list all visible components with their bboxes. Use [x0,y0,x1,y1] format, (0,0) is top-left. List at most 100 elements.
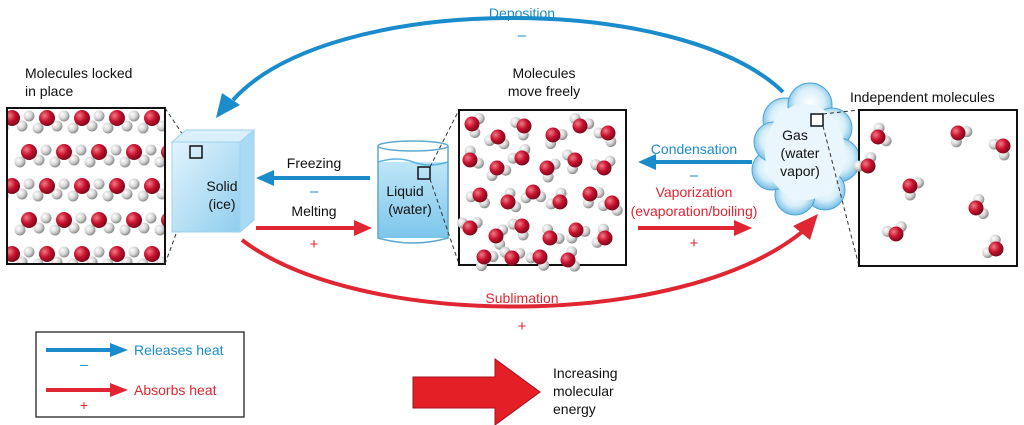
solid-label-2: (ice) [208,196,235,212]
oxygen-atom [600,125,616,141]
water-molecule [902,177,924,201]
hydrogen-atom [93,246,105,258]
oxygen-atom [525,184,541,200]
condensation-sign: – [690,167,699,184]
oxygen-atom [8,178,20,194]
water-molecule [582,186,605,209]
liquid-label: Liquid [386,183,423,199]
hydrogen-atom [49,224,61,236]
hydrogen-atom [86,120,98,132]
water-molecule [590,155,616,176]
hydrogen-atom [145,144,157,156]
oxygen-atom [545,127,561,143]
hydrogen-atom [32,122,44,134]
oxygen-atom [582,186,598,202]
liquid-caption: Molecules [512,65,575,81]
gas-label-3: vapor) [780,163,820,179]
oxygen-atom [596,160,612,176]
oxygen-atom [572,118,588,134]
oxygen-atom [161,145,164,159]
oxygen-atom [56,212,72,228]
hydrogen-atom [23,178,35,190]
hydrogen-atom [51,120,63,132]
water-molecule [462,145,484,169]
energy-label-1: Increasing [553,365,618,381]
hydrogen-atom [67,122,79,134]
hydrogen-atom [40,144,52,156]
oxygen-atom [597,230,613,246]
oxygen-atom [516,118,532,134]
energy-label-2: molecular [553,383,614,399]
oxygen-atom [995,138,1011,154]
energy-label-3: energy [553,401,596,417]
oxygen-atom [552,194,568,210]
water-molecule [881,221,907,242]
oxygen-atom [490,129,506,145]
water-molecule [457,217,483,236]
oxygen-atom [91,144,107,160]
ice-cube [170,128,256,234]
hydrogen-atom [154,156,164,168]
hydrogen-atom [23,246,35,258]
deposition-sign: – [518,27,527,44]
solid-caption-2: in place [25,83,73,99]
hydrogen-atom [8,261,9,263]
condensation-arrow [638,154,752,170]
hydrogen-atom [163,181,164,187]
gas-molecule-panel [853,109,1018,267]
water-molecule [464,113,485,139]
water-molecule [542,223,565,246]
hydrogen-atom [128,110,140,122]
vaporization-label: Vaporization [656,184,733,200]
legend-release-label: Releases heat [134,342,224,358]
oxygen-atom [902,178,918,194]
melting-label: Melting [291,203,336,219]
water-molecule [853,151,877,174]
water-molecule [591,223,613,248]
hydrogen-atom [121,256,133,263]
hydrogen-atom [58,178,70,190]
hydrogen-atom [102,190,114,202]
oxygen-atom [109,246,125,262]
hydrogen-atom [121,188,133,200]
water-molecule [500,187,522,213]
water-molecule [870,122,892,147]
hydrogen-atom [93,178,105,190]
melting-arrow [256,220,372,236]
hydrogen-atom [103,222,115,234]
water-molecule [982,234,1004,259]
oxygen-atom [504,250,520,266]
legend-absorb-label: Absorbs heat [134,382,217,398]
hydrogen-atom [128,246,140,258]
oxygen-atom [144,110,160,126]
hydrogen-atom [121,120,133,132]
deposition-label: Deposition [489,5,555,21]
water-molecule [597,195,623,216]
gas-label: Gas [782,127,808,143]
hydrogen-atom [119,224,131,236]
oxygen-atom [144,246,160,262]
water-molecule [593,125,617,148]
legend-absorb-sign: + [80,397,88,413]
hydrogen-atom [119,156,131,168]
condensation-label: Condensation [651,141,737,157]
hydrogen-atom [32,190,44,202]
freezing-arrow [256,170,370,186]
hydrogen-atom [110,212,122,224]
hydrogen-atom [58,110,70,122]
hydrogen-atom [75,212,87,224]
oxygen-atom [126,212,142,228]
water-molecule [950,125,973,148]
water-molecule [488,224,509,250]
hydrogen-atom [14,156,26,168]
vaporization-sign: + [690,235,699,252]
water-molecule [507,218,530,241]
water-molecule [968,193,989,219]
oxygen-atom [39,110,55,126]
water-molecule [484,129,510,150]
hydrogen-atom [16,120,28,132]
hydrogen-atom [156,188,164,200]
oxygen-atom [8,246,20,262]
water-molecule [545,127,568,150]
hydrogen-atom [16,256,28,263]
